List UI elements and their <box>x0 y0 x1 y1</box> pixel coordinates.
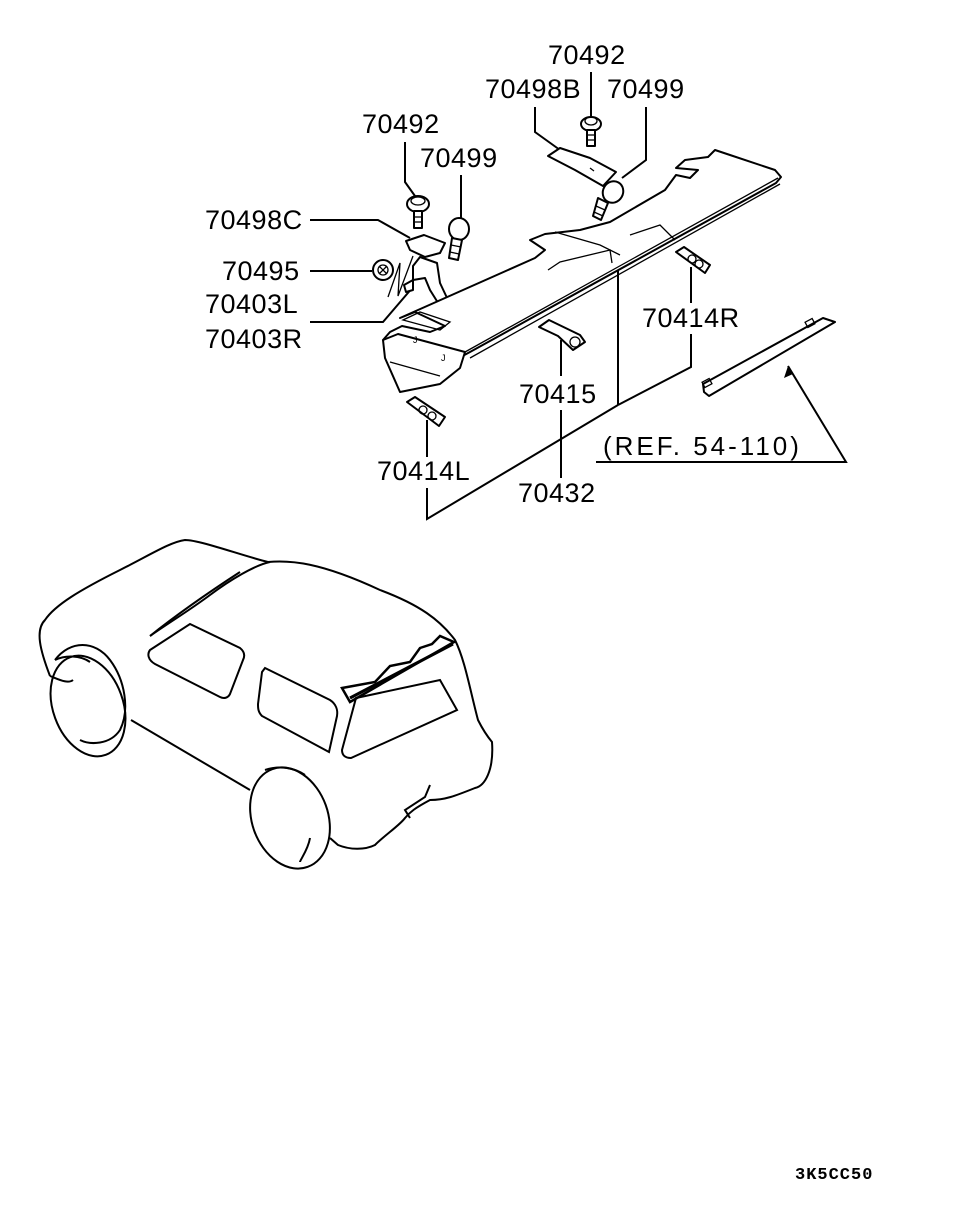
label-70414R[interactable]: 70414R <box>642 303 740 333</box>
reference-arrowhead <box>784 366 793 378</box>
bolt-70492-top[interactable] <box>580 116 602 147</box>
leader-70498C <box>310 219 411 239</box>
leader-70414R-lower <box>617 334 692 406</box>
reference-label[interactable]: (REF. 54-110) <box>603 431 802 461</box>
leader-70499-top <box>621 107 647 179</box>
vehicle-illustration <box>38 538 494 870</box>
clip-mark: J <box>441 353 446 363</box>
label-70498B[interactable]: 70498B <box>485 74 581 104</box>
clip-mark: J <box>413 335 418 345</box>
bracket-70403[interactable] <box>387 255 449 307</box>
pad-70414L[interactable] <box>406 396 446 427</box>
label-70499-left[interactable]: 70499 <box>420 143 498 173</box>
leader-70403 <box>310 286 414 323</box>
leader-70498B <box>534 107 561 151</box>
leader-lines <box>310 72 848 521</box>
label-70495[interactable]: 70495 <box>222 256 300 286</box>
pad-70414R[interactable] <box>675 246 711 274</box>
bolt-70499-top[interactable] <box>592 177 627 221</box>
leader-70492-left <box>404 142 416 197</box>
label-70432[interactable]: 70432 <box>518 478 596 508</box>
label-70492-left[interactable]: 70492 <box>362 109 440 139</box>
leader-70414L-lower <box>426 404 619 521</box>
label-70499-top[interactable]: 70499 <box>607 74 685 104</box>
label-70492-top[interactable]: 70492 <box>548 40 626 70</box>
plate-70498C[interactable] <box>405 234 446 258</box>
nut-70495[interactable] <box>372 259 394 281</box>
reference-leader <box>596 365 848 463</box>
label-70403L[interactable]: 70403L <box>205 289 298 319</box>
bolt-70499-left[interactable] <box>448 217 470 261</box>
pad-70415[interactable] <box>538 319 586 351</box>
label-70498C[interactable]: 70498C <box>205 205 303 235</box>
label-70403R[interactable]: 70403R <box>205 324 303 354</box>
plate-70498B[interactable] <box>547 147 617 187</box>
rear-spoiler[interactable]: J J <box>382 149 782 393</box>
drawing-code: 3K5CC50 <box>795 1166 873 1185</box>
label-70415[interactable]: 70415 <box>519 379 597 409</box>
reference-seal-strip[interactable] <box>701 317 836 397</box>
label-70414L[interactable]: 70414L <box>377 456 470 486</box>
bolt-70492-left[interactable] <box>406 195 430 229</box>
